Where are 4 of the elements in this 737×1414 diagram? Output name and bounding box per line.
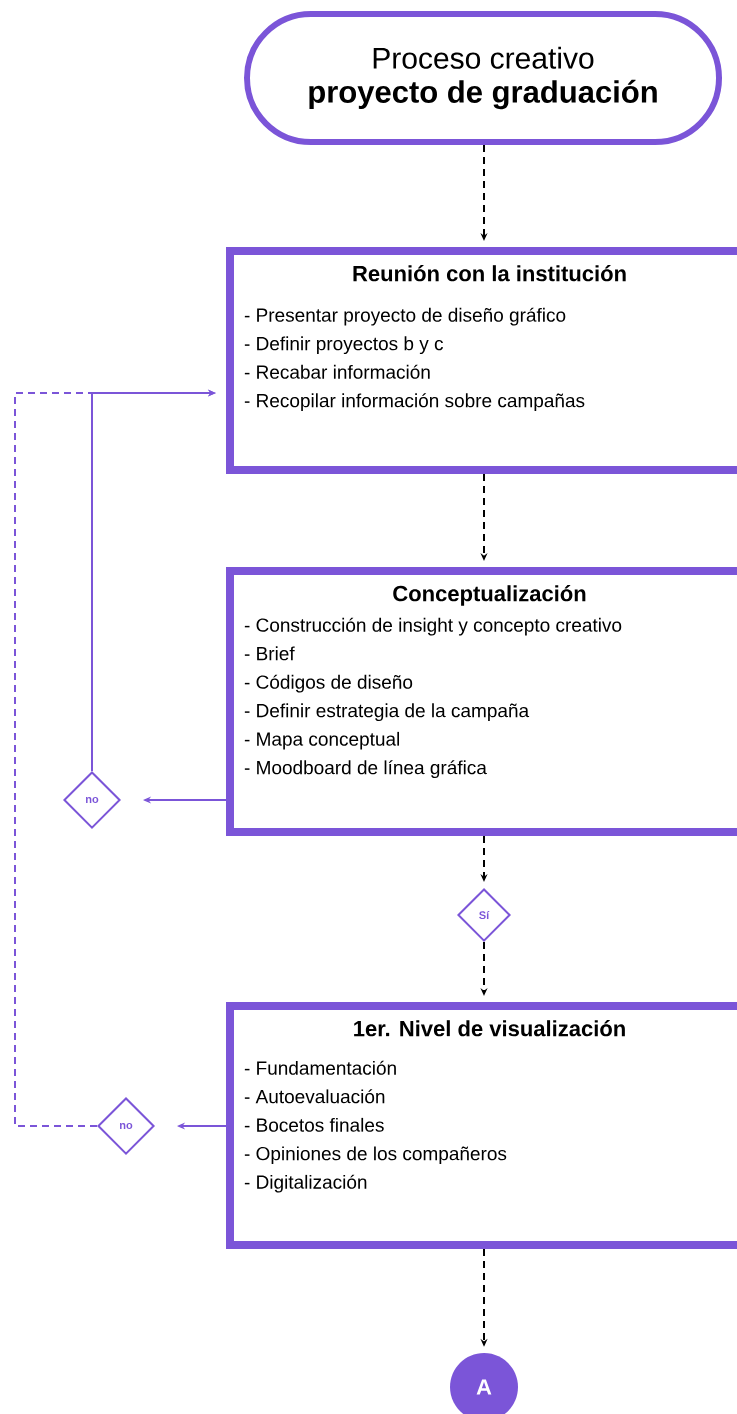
- step-box: Conceptualización - Construcción de insight y concepto creativo - Brief - Códigos de diseño - Definir estrategia de la campaña - Mapa conceptual - Moodboard de línea gráfica: [226, 567, 737, 836]
- title-stadium: Proceso creativo proyecto de graduación: [244, 11, 722, 145]
- step-box: Reunión con la institución - Presentar proyecto de diseño gráfico - Definir proyectos b y c - Recabar información - Recopilar información sobre campañas: [226, 247, 737, 474]
- step-box: 1er. Nivel de visualización - Fundamentación - Autoevaluación - Bocetos finales - Opiniones de los compañeros - Digitalización: [226, 1002, 737, 1249]
